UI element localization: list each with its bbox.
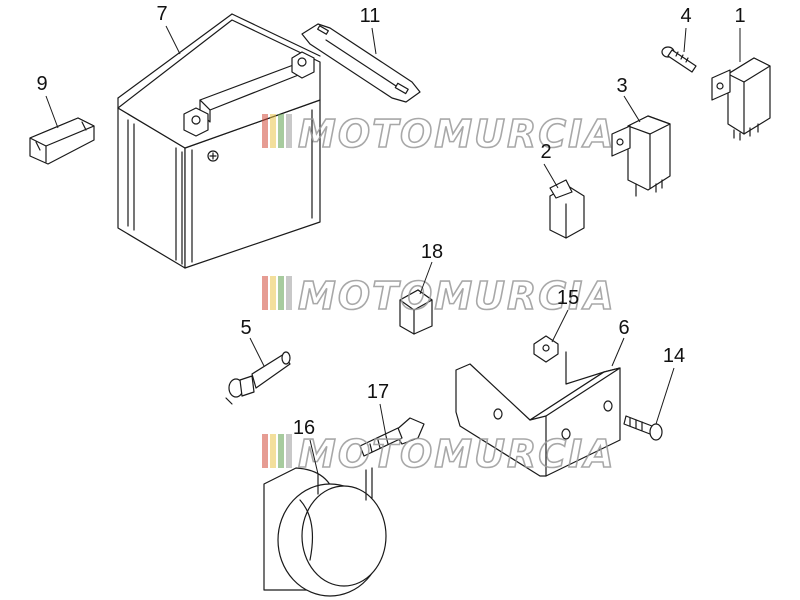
watermark-stripe	[270, 276, 276, 310]
callout-5: 5	[240, 317, 251, 339]
watermark-text: MOTOMURCIA	[298, 274, 616, 318]
callout-7: 7	[156, 3, 167, 25]
watermark-stripe	[286, 114, 292, 148]
callout-18: 18	[421, 241, 443, 263]
bolt-part-17	[359, 417, 425, 457]
horn-part-16	[263, 467, 387, 597]
watermark-text: MOTOMURCIA	[298, 432, 616, 476]
callout-9: 9	[36, 73, 47, 95]
battery-terminal-negative	[183, 107, 209, 137]
leader-line-14	[655, 367, 675, 425]
watermark-stripe	[278, 434, 284, 468]
watermark-top: MOTOMURCIA	[262, 111, 616, 157]
watermark-stripe	[262, 434, 268, 468]
bracket-part-6	[455, 351, 621, 477]
callout-numbers: 7 11 9 4 1 3 2 18 15 6 5 14 17 16	[36, 3, 745, 439]
leader-line-2	[543, 163, 559, 189]
leader-line-6	[611, 337, 625, 367]
fuse-holder-part-9	[29, 117, 95, 165]
watermark-stripe	[270, 114, 276, 148]
battery-strap-part-11	[301, 23, 421, 103]
callout-2: 2	[540, 141, 551, 163]
callout-11: 11	[360, 5, 381, 27]
battery-terminal-positive	[291, 51, 315, 79]
leader-line-18	[419, 261, 433, 295]
callout-1: 1	[734, 5, 745, 27]
watermark-text: MOTOMURCIA	[298, 112, 616, 156]
connector-part-2	[549, 179, 585, 239]
leader-lines	[45, 25, 741, 475]
watermark-middle: MOTOMURCIA	[262, 273, 616, 319]
clip-nut-part-15	[533, 335, 559, 363]
callout-14: 14	[663, 345, 685, 367]
watermark-stripe	[286, 434, 292, 468]
watermark-stripe	[286, 276, 292, 310]
screw-part-14	[623, 415, 663, 441]
battery-part-7	[117, 13, 321, 269]
watermark-stripe	[262, 276, 268, 310]
callout-17: 17	[367, 381, 389, 403]
callout-4: 4	[680, 5, 691, 27]
watermark-stripe	[278, 114, 284, 148]
watermark-stripe	[278, 276, 284, 310]
watermark-stripe	[262, 114, 268, 148]
screw-part-4	[661, 46, 697, 73]
leader-line-4	[683, 27, 687, 53]
leader-line-9	[45, 95, 59, 129]
leader-line-17	[379, 403, 387, 437]
callout-15: 15	[557, 287, 579, 309]
callout-6: 6	[618, 317, 629, 339]
callout-3: 3	[616, 75, 627, 97]
watermark-stripe	[270, 434, 276, 468]
leader-line-16	[309, 439, 319, 475]
regulator-part-1	[711, 57, 771, 141]
watermark-bottom: MOTOMURCIA	[262, 431, 616, 477]
leader-line-3	[623, 95, 641, 123]
relay-part-3	[611, 115, 671, 197]
leader-line-5	[249, 337, 265, 367]
callout-16: 16	[293, 417, 315, 439]
fuse-part-18	[399, 289, 433, 335]
bolt-part-5	[225, 351, 291, 405]
leader-line-11	[371, 27, 377, 55]
leader-line-7	[165, 25, 181, 55]
leader-line-15	[551, 309, 569, 343]
